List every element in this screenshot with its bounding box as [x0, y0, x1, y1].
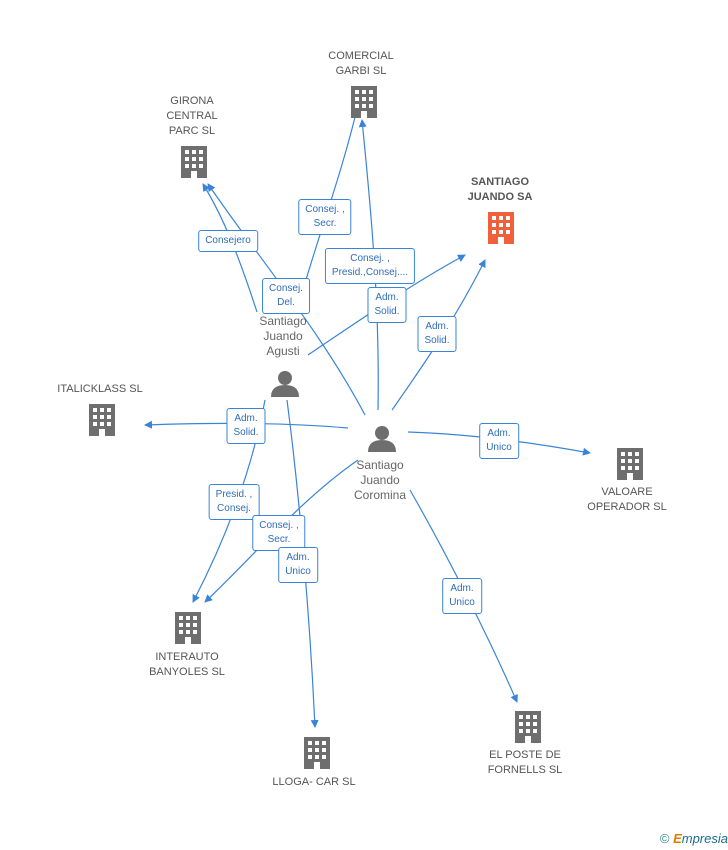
relation-label-presid-consej: Presid. , Consej.: [208, 484, 260, 520]
building-icon-elposte: [515, 711, 541, 743]
person-label-agusti[interactable]: Santiago Juando Agusti: [259, 314, 307, 358]
company-label-girona[interactable]: GIRONA CENTRAL PARC SL: [166, 95, 218, 137]
relation-label-adm-solid: Adm. Solid.: [367, 287, 407, 323]
company-label-valoare[interactable]: VALOARE OPERADOR SL: [587, 486, 667, 513]
person-icon-agusti: [271, 371, 299, 397]
brand-watermark: © Empresia: [660, 831, 728, 846]
relation-label-adm-unico: Adm. Unico: [278, 547, 318, 583]
company-label-comercial[interactable]: COMERCIAL GARBI SL: [328, 50, 394, 77]
relation-label-adm-solid: Adm. Solid.: [226, 408, 266, 444]
relation-label-consej-secr: Consej. , Secr.: [252, 515, 306, 551]
relation-label-consej-del: Consej. Del.: [262, 278, 310, 314]
copyright-icon: ©: [659, 831, 670, 846]
company-label-italicklass[interactable]: ITALICKLASS SL: [57, 383, 143, 395]
person-label-coromina[interactable]: Santiago Juando Coromina: [353, 458, 407, 502]
relation-label-consej-secr: Consej. , Secr.: [298, 199, 352, 235]
building-icon-comercial: [351, 86, 377, 118]
relation-label-adm-solid: Adm. Solid.: [417, 316, 457, 352]
building-icon-santiagosa: [488, 212, 514, 244]
brand-logo-text: mpresia: [681, 831, 728, 846]
building-icon-italicklass: [89, 404, 115, 436]
building-icon-girona: [181, 146, 207, 178]
company-label-interauto[interactable]: INTERAUTO BANYOLES SL: [149, 651, 225, 678]
building-icon-valoare: [617, 448, 643, 480]
building-icon-lloga: [304, 737, 330, 769]
relation-label-consejero: Consejero: [198, 230, 258, 252]
brand-logo-letter: E: [673, 831, 682, 846]
company-label-lloga[interactable]: LLOGA- CAR SL: [272, 776, 356, 788]
person-icon-coromina: [368, 426, 396, 452]
company-label-santiagosa[interactable]: SANTIAGO JUANDO SA: [467, 176, 533, 203]
company-label-elposte[interactable]: EL POSTE DE FORNELLS SL: [487, 749, 563, 776]
relation-label-consej-presid: Consej. , Presid.,Consej....: [324, 248, 416, 284]
relation-label-adm-unico: Adm. Unico: [442, 578, 482, 614]
relation-label-adm-unico: Adm. Unico: [479, 423, 519, 459]
building-icon-interauto: [175, 612, 201, 644]
